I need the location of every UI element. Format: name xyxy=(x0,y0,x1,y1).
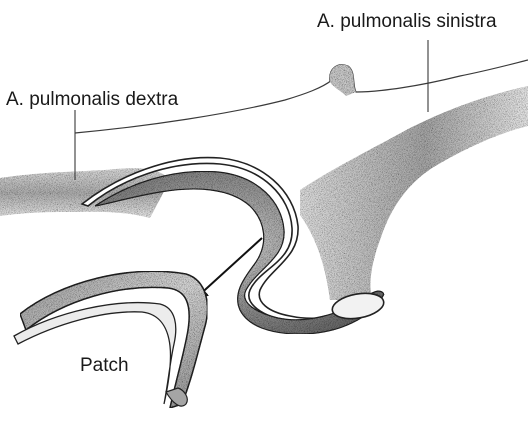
patch-outer xyxy=(20,271,207,408)
label-a-pulmonalis-dextra: A. pulmonalis dextra xyxy=(6,90,178,109)
label-a-pulmonalis-sinistra: A. pulmonalis sinistra xyxy=(317,12,497,31)
upper-branch-stub xyxy=(330,60,528,92)
upper-branch-fill xyxy=(330,65,356,96)
left-pulmonary-artery xyxy=(300,86,528,300)
label-patch: Patch xyxy=(80,356,129,375)
